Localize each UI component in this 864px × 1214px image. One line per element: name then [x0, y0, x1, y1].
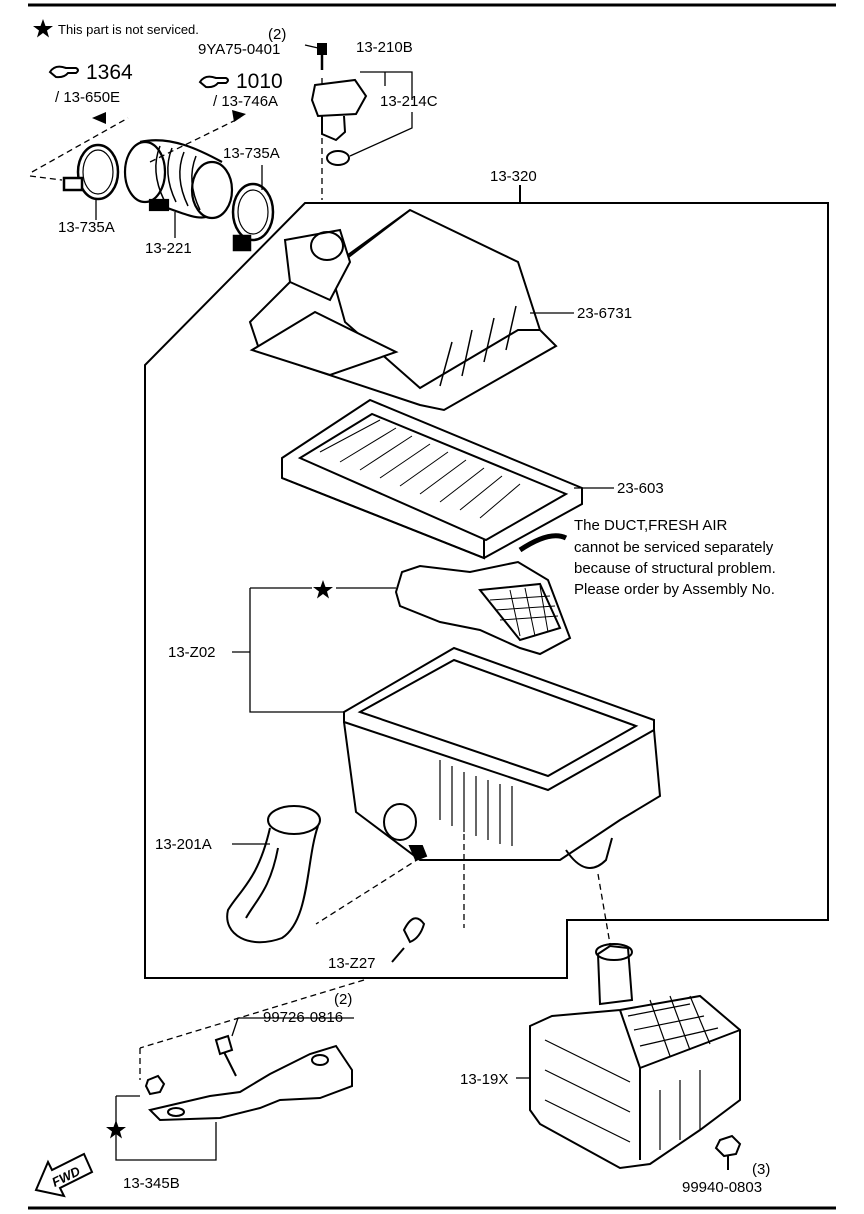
hose-clamp-left	[62, 143, 120, 201]
label-13-z02: 13-Z02	[168, 644, 216, 661]
part-labels: (2) 9YA75-0401 13-210B 13-214C 13-735A 1…	[58, 26, 770, 1196]
hand-pointer-icon	[48, 65, 79, 79]
label-99726-qty: (2)	[334, 991, 352, 1008]
legend-text: This part is not serviced.	[58, 22, 199, 37]
hose-clamp-right	[231, 182, 275, 252]
label-13-735a-top: 13-735A	[223, 145, 280, 162]
duct-note-line: The DUCT,FRESH AIR	[574, 517, 728, 534]
arrow-icon	[34, 1152, 94, 1198]
legend: This part is not serviced.	[33, 19, 199, 38]
ref-page-1364: 1364	[86, 61, 133, 84]
maf-sensor	[310, 43, 368, 166]
label-9ya75-qty: (2)	[268, 26, 286, 43]
arrow-left-icon	[92, 112, 106, 124]
dashed-leaders-middle	[139, 834, 611, 1080]
air-cleaner-cover	[248, 208, 558, 412]
duct-note-line: cannot be serviced separately	[574, 539, 774, 556]
label-13-210b: 13-210B	[356, 39, 413, 56]
star-icon	[33, 19, 53, 38]
air-filter-element	[281, 398, 583, 560]
duct-note: The DUCT,FRESH AIR cannot be serviced se…	[574, 517, 776, 598]
ref-page-1010: 1010	[236, 70, 283, 93]
hand-pointer-icon	[198, 75, 229, 89]
label-99940-qty: (3)	[752, 1161, 770, 1178]
label-99726-0816: 99726-0816	[263, 1009, 343, 1026]
assembly-outline	[144, 185, 829, 979]
nut-99940	[714, 1134, 742, 1170]
star-icon	[106, 1120, 126, 1139]
label-13-735a-left: 13-735A	[58, 219, 115, 236]
label-13-z27: 13-Z27	[328, 955, 376, 972]
label-23-603: 23-603	[617, 480, 664, 497]
ref-part-13-746a: / 13-746A	[213, 93, 278, 110]
duct-note-line: Please order by Assembly No.	[574, 581, 775, 598]
clip-13-z27	[391, 917, 426, 963]
label-13-201a: 13-201A	[155, 836, 212, 853]
label-13-345b: 13-345B	[123, 1175, 180, 1192]
arrow-right-icon	[232, 110, 246, 122]
star-icon	[313, 580, 333, 599]
air-cleaner-lower-case	[343, 646, 662, 869]
fwd-arrow: FWD	[34, 1152, 94, 1198]
label-23-6731: 23-6731	[577, 305, 632, 322]
bracket-13-345b	[144, 1034, 353, 1122]
reference-1010[interactable]: 1010 / 13-746A	[198, 70, 283, 122]
label-13-19x: 13-19X	[460, 1071, 508, 1088]
intake-hose	[123, 139, 234, 220]
duct-note-line: because of structural problem.	[574, 560, 776, 577]
intake-duct-201a	[226, 805, 321, 944]
label-13-320: 13-320	[490, 168, 537, 185]
resonator-13-19x	[529, 943, 741, 1170]
label-9ya75-0401: 9YA75-0401	[198, 41, 280, 58]
label-13-214c: 13-214C	[380, 93, 438, 110]
reference-1364[interactable]: 1364 / 13-650E	[48, 61, 133, 124]
label-99940-0803: 99940-0803	[682, 1179, 762, 1196]
leader-lines-top	[95, 44, 413, 238]
ref-part-13-650e: / 13-650E	[55, 89, 120, 106]
label-13-221: 13-221	[145, 240, 192, 257]
fresh-air-duct	[394, 533, 572, 656]
